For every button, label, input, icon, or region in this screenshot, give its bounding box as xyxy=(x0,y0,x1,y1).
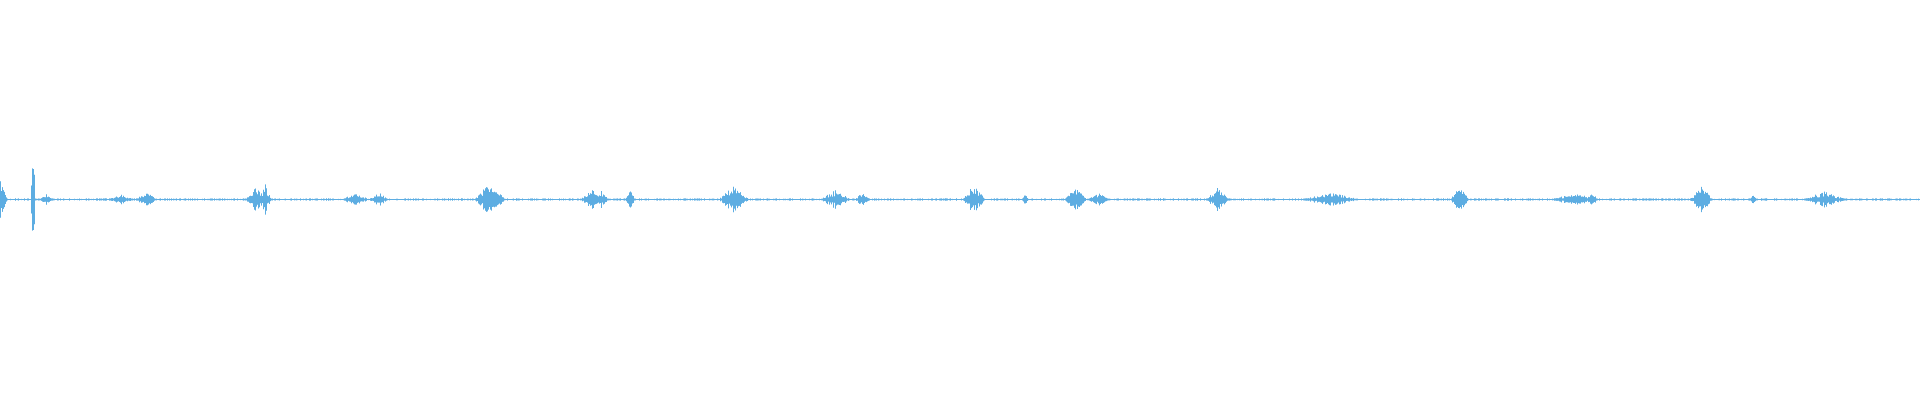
waveform-envelope xyxy=(0,168,1920,231)
